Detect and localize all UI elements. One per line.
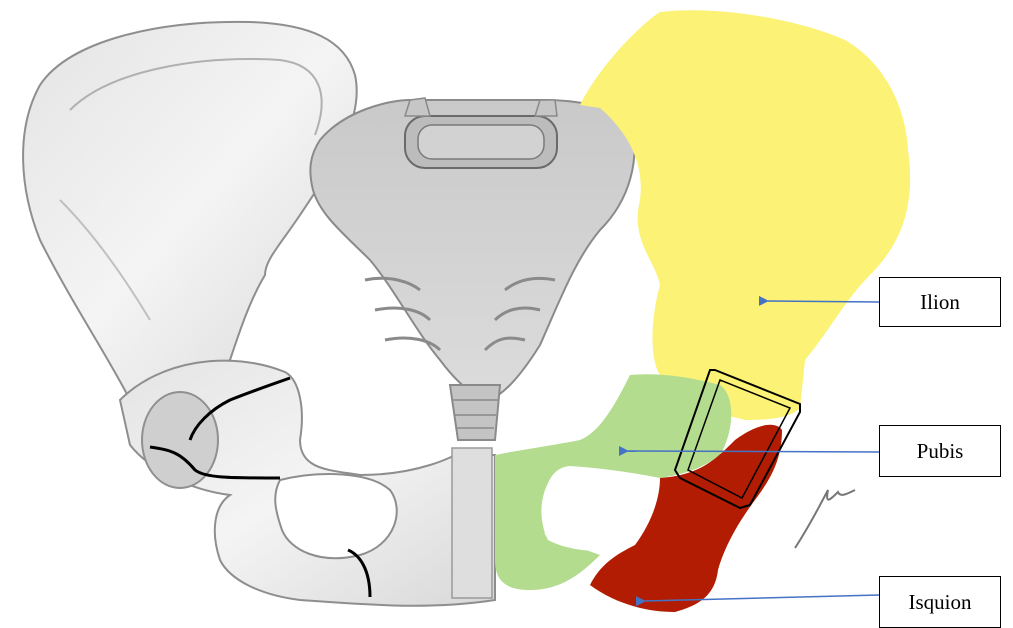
sacrum bbox=[310, 98, 634, 440]
ilion-region bbox=[580, 10, 910, 420]
obturator-foramen-right bbox=[541, 472, 647, 551]
pubis-label: Pubis bbox=[879, 425, 1001, 477]
isquion-label: Isquion bbox=[879, 576, 1001, 628]
ilion-label: Ilion bbox=[879, 277, 1001, 327]
pubis-arrow bbox=[628, 451, 879, 452]
signature bbox=[795, 490, 855, 548]
ilion-arrow bbox=[768, 301, 879, 302]
